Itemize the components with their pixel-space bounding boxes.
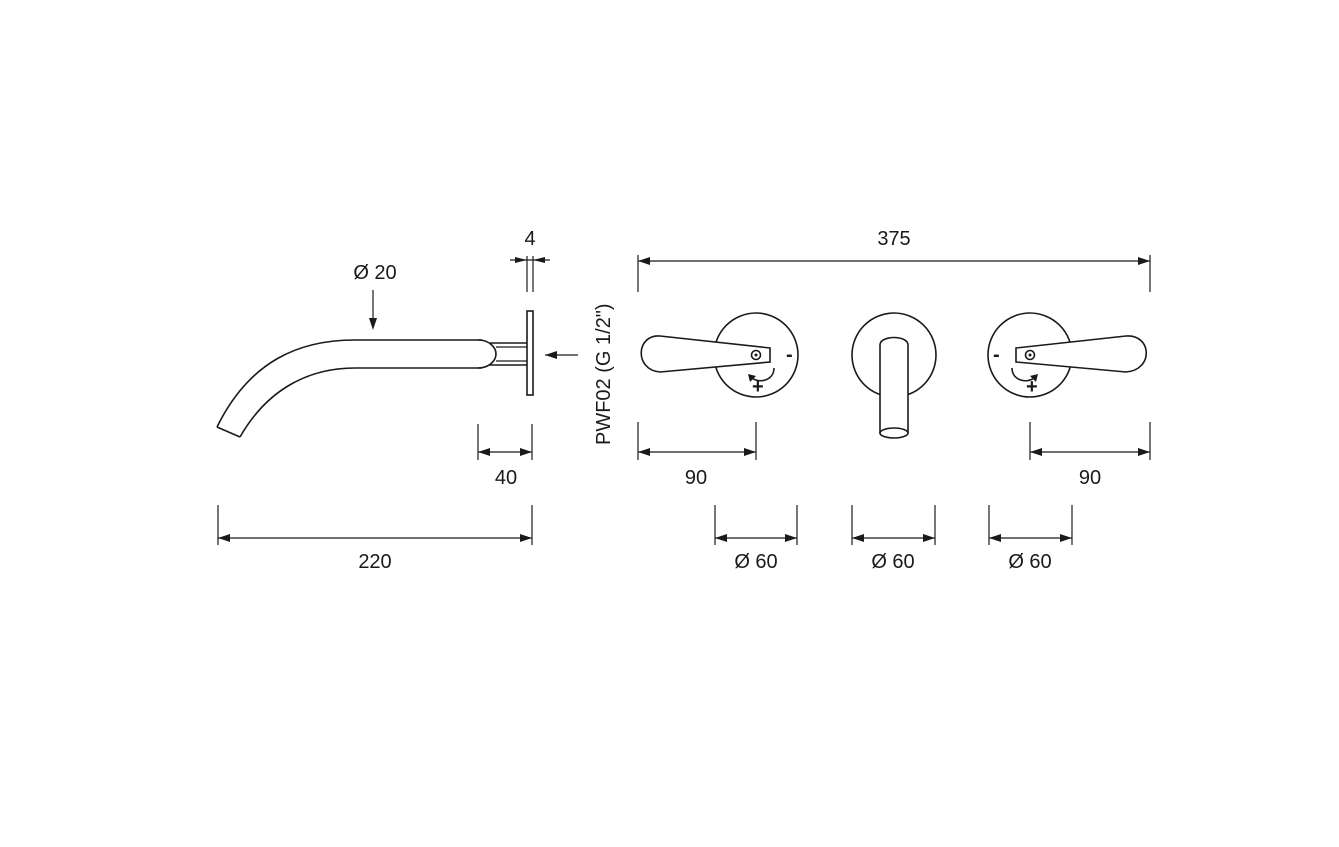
left-temp-arc (751, 367, 775, 382)
rosette-projection-label: 40 (495, 467, 517, 489)
overall-width-label: 375 (877, 228, 910, 250)
spout-collar (477, 339, 497, 369)
left-plus-mark: + (752, 376, 764, 398)
center-spout-outlet (879, 427, 909, 439)
spout-tube (216, 339, 482, 428)
center-rosette-diameter-label: Ø 60 (871, 551, 914, 573)
left-handle-offset-label: 90 (685, 467, 707, 489)
left-rosette-diameter-label: Ø 60 (734, 551, 777, 573)
right-handle-offset-label: 90 (1079, 467, 1101, 489)
right-minus-mark: - (993, 344, 1000, 366)
spout-tube-lower (239, 367, 482, 438)
right-handle-assembly: - + (987, 312, 1148, 398)
spout-length-label: 220 (358, 551, 391, 573)
spout-diameter-label: Ø 20 (353, 262, 396, 284)
side-view: Ø 20 4 40 220 (216, 228, 578, 573)
wall-plate (526, 310, 534, 396)
right-temp-arc (1011, 367, 1035, 382)
right-rosette-diameter-label: Ø 60 (1008, 551, 1051, 573)
center-spout (879, 336, 909, 434)
left-handle-assembly: - + (640, 312, 799, 398)
spout-outlet (216, 426, 241, 438)
front-view: PWF02 (G 1/2") 375 - + (593, 228, 1151, 573)
connection-code-label: PWF02 (G 1/2") (593, 303, 615, 445)
left-minus-mark: - (786, 344, 793, 366)
right-plus-mark: + (1026, 376, 1038, 398)
center-spout-assembly (851, 312, 937, 439)
right-lever (1015, 335, 1148, 373)
plate-thickness-label: 4 (524, 228, 535, 250)
left-lever (640, 335, 771, 373)
